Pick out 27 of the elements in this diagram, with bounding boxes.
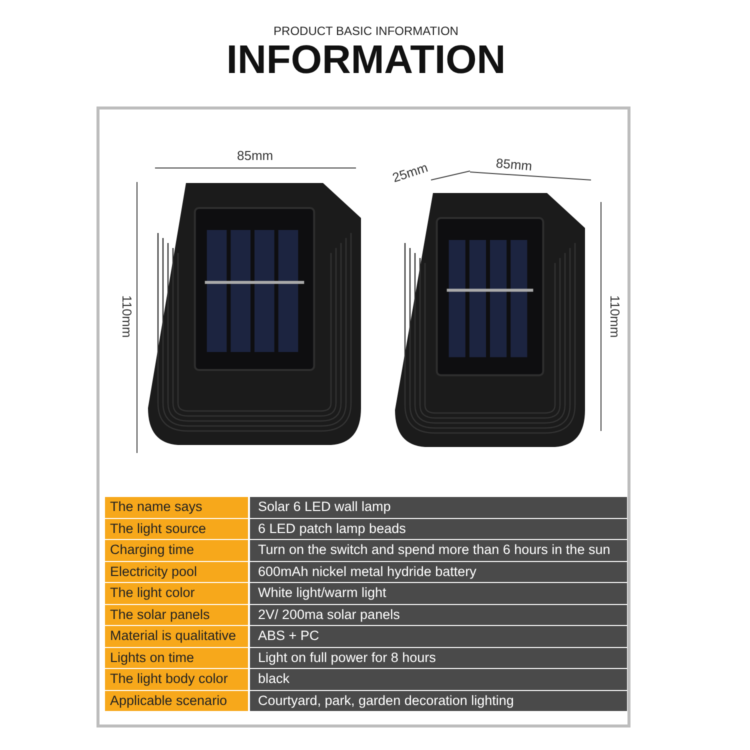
- dimension-label: 85mm: [496, 156, 533, 173]
- table-cell: Light on full power for 8 hours: [250, 648, 627, 668]
- table-cell: 600mAh nickel metal hydride battery: [250, 562, 627, 582]
- table-cell: Solar 6 LED wall lamp: [250, 497, 627, 518]
- table-cell: Material is qualitative: [105, 626, 248, 646]
- subheading: PRODUCT BASIC INFORMATION: [272, 24, 460, 38]
- table-cell: Charging time: [105, 540, 248, 560]
- table-cell: The solar panels: [105, 604, 248, 625]
- table-cell: Lights on time: [105, 648, 248, 668]
- table-cell: The light source: [105, 518, 248, 539]
- table-cell: Courtyard, park, garden decoration lighting: [250, 690, 627, 711]
- table-cell: White light/warm light: [250, 583, 627, 604]
- table-cell: 6 LED patch lamp beads: [250, 518, 627, 539]
- table-cell: Turn on the switch and spend more than 6 hours in the sun: [250, 540, 627, 560]
- dimension-label: 110mm: [608, 295, 622, 338]
- table-cell: The light body color: [105, 669, 248, 690]
- dimension-label: 85mm: [237, 149, 274, 162]
- dimension-label: 25mm: [390, 160, 430, 184]
- table-cell: Applicable scenario: [105, 690, 248, 711]
- dimension-label: 110mm: [120, 295, 134, 338]
- table-cell: ABS + PC: [250, 626, 627, 646]
- table-cell: The light color: [105, 583, 248, 604]
- table-cell: Electricity pool: [105, 562, 248, 582]
- table-cell: The name says: [105, 497, 248, 518]
- table-cell: 2V/ 200ma solar panels: [250, 604, 627, 625]
- title: INFORMATION: [225, 38, 507, 83]
- table-cell: black: [250, 669, 627, 690]
